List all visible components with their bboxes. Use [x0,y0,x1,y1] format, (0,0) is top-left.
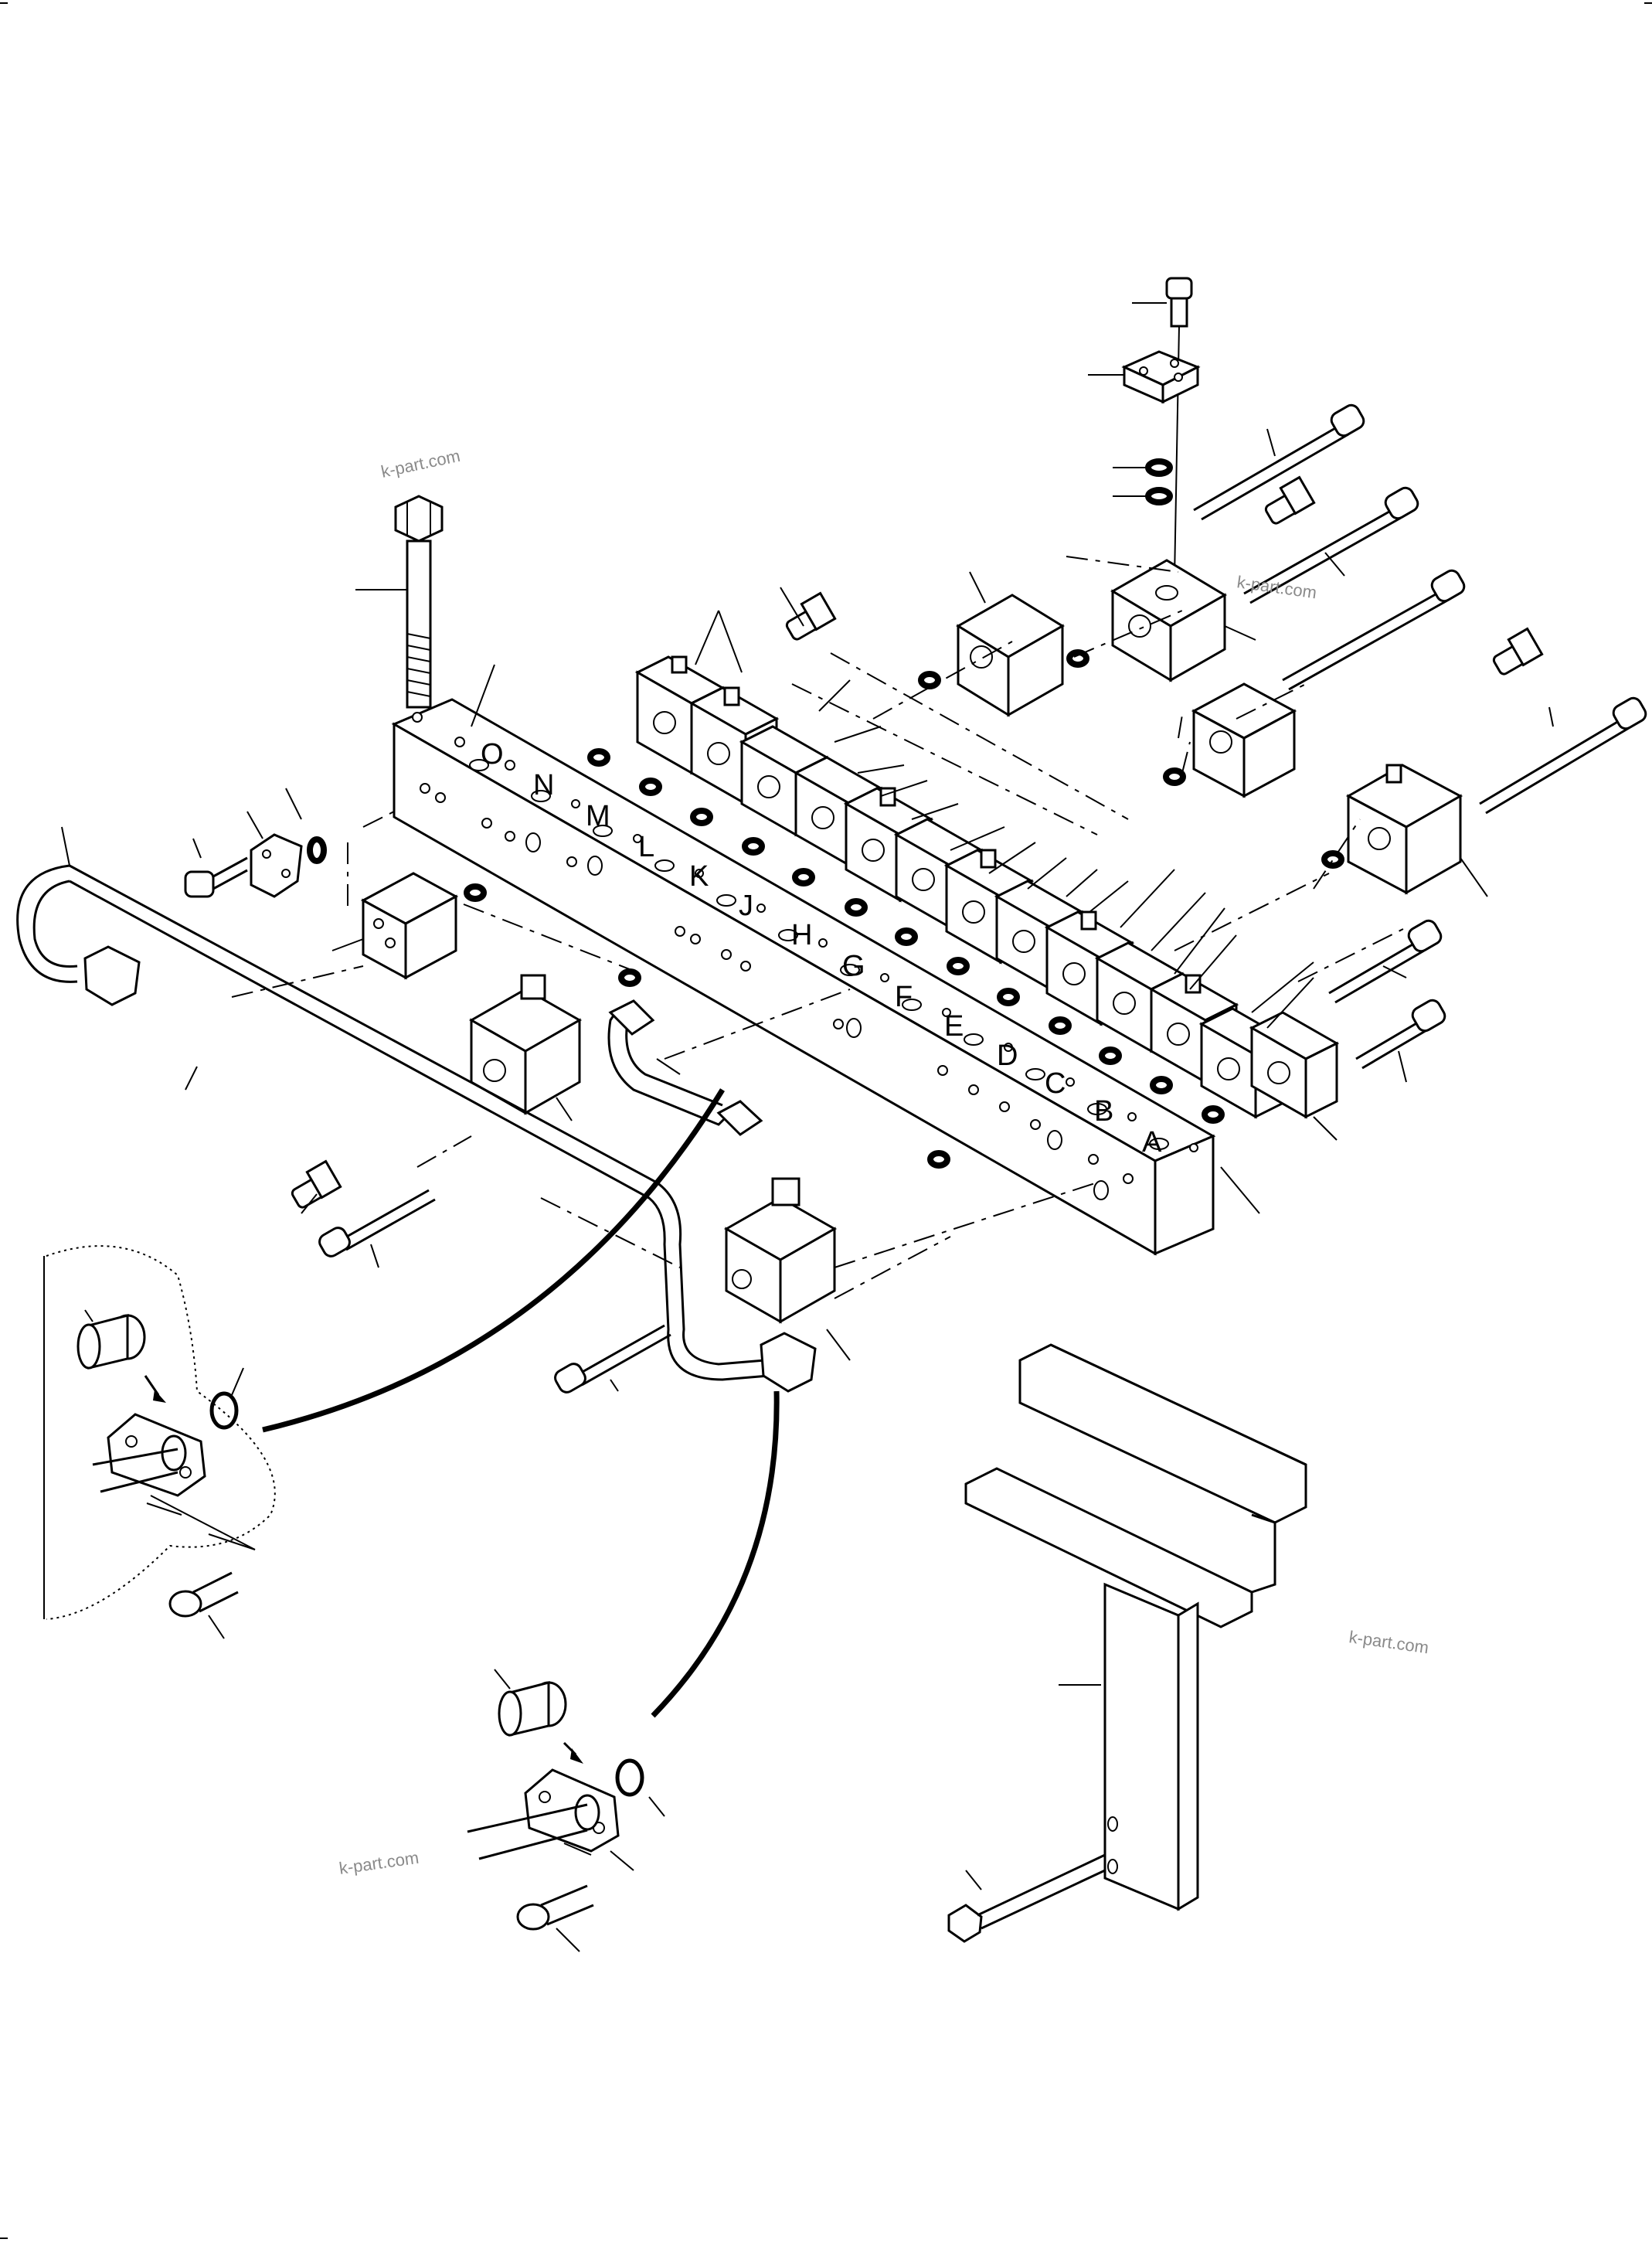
cover-plate-small [1088,350,1201,404]
port-letter-k: K [689,860,709,893]
leader-lines [185,587,1338,1890]
valve-cube-far-right [1345,764,1488,897]
port-letters: O N M L K J H G F E D C B A [481,738,1162,1159]
port-letter-n: N [533,769,554,801]
port-letter-d: D [997,1040,1018,1072]
port-letter-e: E [944,1010,964,1043]
small-seal-left [307,836,327,864]
tie-bolt-8 [554,1324,671,1394]
valve-cube-lower-left [468,974,583,1115]
valve-cube-13 [1249,1011,1340,1119]
watermark-1: k-part.com [379,446,462,482]
flange-cover [250,833,303,898]
watermarks: k-part.com k-part.com k-part.com k-part.… [338,446,1429,1878]
port-letter-m: M [586,800,610,832]
port-letter-b: B [1094,1095,1113,1128]
fittings [291,475,1544,1209]
watermark-3: k-part.com [1348,1627,1429,1657]
long-pipe-assembly [16,826,817,1393]
u-bend-pipe [607,999,763,1136]
tie-bolts [318,403,1647,1394]
cap-screw-top [1132,277,1193,579]
plug-fitting-lower [494,1669,567,1737]
detail-arrow-2 [651,1390,780,1718]
small-cap-screw-left [184,856,248,898]
port-letter-o: O [481,738,504,771]
valve-cube-top-right [1110,559,1256,682]
port-letter-f: F [895,981,913,1013]
port-letter-l: L [638,831,654,863]
detail-inset-upper [43,1245,276,1639]
tie-bolt-2 [1243,486,1419,604]
tie-bolt-5 [1328,919,1443,1004]
assembly-centerlines [231,556,1407,1299]
tie-bolt-1 [1193,403,1365,521]
fitting-3 [1492,627,1544,676]
long-hex-bolt [355,495,444,709]
detail-arrow-1 [262,1088,725,1433]
manifold-front-holes [420,783,1134,1200]
port-letter-g: G [842,950,865,982]
watermark-2: k-part.com [1236,572,1317,602]
fitting-4 [291,1159,342,1209]
detail-inset-lower [467,1669,665,1952]
flange-upper [107,1413,206,1497]
port-letter-h: H [791,919,812,951]
manifold-top-holes [412,712,1198,1152]
port-letter-a: A [1142,1126,1162,1159]
tie-bolt-4 [1479,696,1647,815]
tie-bolt-7 [318,1189,436,1268]
o-rings-row [464,649,1344,1169]
cap-screw-upper-detail [168,1571,239,1639]
fitting-1 [785,591,837,641]
port-letter-j: J [739,890,753,922]
fitting-2 [1264,475,1316,525]
tie-bolt-6 [1355,999,1446,1083]
valve-manifold-block [391,698,1216,1256]
valve-cube-bottom [723,1177,838,1324]
hex-bolt-bracket [947,1853,1106,1943]
cap-screw-lower-detail [516,1884,594,1952]
small-valve-cube-left [360,872,459,980]
port-letter-c: C [1045,1067,1066,1100]
plug-fitting-upper [76,1309,146,1370]
valve-cartridges [634,655,1340,1119]
seal-washers [1113,458,1173,505]
valve-cube-upper-middle [956,571,1065,717]
tie-bolt-3 [1282,569,1466,691]
mounting-bracket [964,1343,1307,1911]
valve-cube-right-middle [1191,682,1297,798]
flange-lower [524,1768,620,1853]
watermark-4: k-part.com [338,1848,420,1878]
